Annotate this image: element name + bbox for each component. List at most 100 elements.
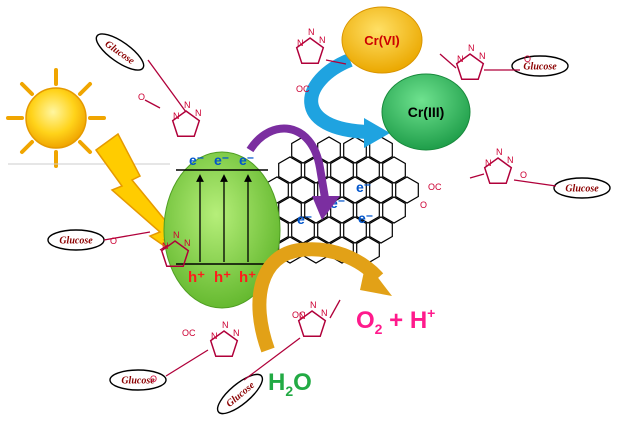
- triazole-ring: NNN: [171, 100, 202, 138]
- nitrogen-atom-label: N: [297, 38, 304, 48]
- linker-bond: [439, 53, 457, 69]
- triazole-polygon: [483, 157, 513, 185]
- triazole-polygon: [295, 37, 325, 65]
- glucose-group: Glucose: [511, 55, 569, 77]
- electron-label: e⁻: [189, 152, 204, 168]
- linker-atom-label: OC: [296, 84, 310, 94]
- graphene-hexagon: [343, 136, 367, 164]
- electron-label: e⁻: [239, 152, 254, 168]
- graphene-hexagon: [278, 156, 302, 184]
- graphene-hexagon: [317, 216, 341, 244]
- glucose-group: Glucose: [47, 229, 105, 251]
- nitrogen-atom-label: N: [211, 331, 218, 341]
- graphene-hexagon: [382, 196, 406, 224]
- linker-atom-label: OC: [182, 328, 196, 338]
- linker-atom-label: OC: [428, 182, 442, 192]
- triazole-polygon: [160, 240, 190, 268]
- cr6-label: Cr(VI): [364, 33, 399, 48]
- nitrogen-atom-label: N: [222, 320, 229, 330]
- glucose-ellipse: [109, 369, 167, 391]
- cr6-species: Cr(VI): [341, 6, 423, 74]
- graphene-hexagon: [291, 176, 315, 204]
- triazole-ring: NNN: [483, 147, 514, 185]
- electron-label: e⁻: [297, 211, 312, 227]
- triazole-polygon: [297, 310, 327, 338]
- glucose-ellipse: [216, 373, 264, 415]
- graphene-hexagon: [343, 176, 367, 204]
- water-reactant-label: H2O: [268, 369, 312, 399]
- linker-bond: [103, 231, 151, 241]
- triazole-polygon: [209, 330, 239, 358]
- nitrogen-atom-label: N: [468, 43, 475, 53]
- triazole-ring: NNN: [297, 300, 328, 338]
- nitrogen-atom-label: N: [479, 51, 486, 61]
- linker-bond: [329, 299, 341, 319]
- graphene-hexagon: [356, 196, 380, 224]
- graphene-hexagon: [382, 156, 406, 184]
- electron-label: e⁻: [214, 152, 229, 168]
- linker-atom-label: OC: [292, 310, 306, 320]
- triazole-ring: NNN: [295, 27, 326, 65]
- linker-atom-label: O: [524, 54, 531, 64]
- hole-label: h⁺: [214, 269, 231, 286]
- glucose-label: Glucose: [59, 236, 93, 247]
- linker-bond: [147, 59, 187, 113]
- glucose-ellipse: [511, 55, 569, 77]
- nitrogen-atom-label: N: [173, 230, 180, 240]
- glucose-group: Glucose: [216, 373, 264, 415]
- nitrogen-atom-label: N: [310, 300, 317, 310]
- graphene-hexagon: [343, 216, 367, 244]
- nitrogen-atom-label: N: [173, 111, 180, 121]
- nitrogen-atom-label: N: [233, 328, 240, 338]
- nitrogen-atom-label: N: [184, 238, 191, 248]
- linker-bond: [325, 59, 347, 65]
- semiconductor-particle: [163, 151, 281, 309]
- linker-atom-label: O: [150, 374, 157, 384]
- triazole-polygon: [171, 110, 201, 138]
- triazole-polygon: [455, 53, 485, 81]
- glucose-group: Glucose: [553, 177, 611, 199]
- linker-atom-label: O: [520, 170, 527, 180]
- linker-atom-label: O: [110, 236, 117, 246]
- glucose-label: Glucose: [121, 376, 155, 387]
- graphene-hexagon: [330, 236, 354, 264]
- nitrogen-atom-label: N: [308, 27, 315, 37]
- linker-bond: [243, 337, 301, 381]
- oxidation-arrow: [252, 242, 392, 353]
- nitrogen-atom-label: N: [195, 108, 202, 118]
- hole-label: h⁺: [239, 269, 256, 286]
- graphene-hexagon: [369, 216, 393, 244]
- nitrogen-atom-label: N: [457, 54, 464, 64]
- linker-bond: [165, 349, 209, 377]
- triazole-ring: NNN: [209, 320, 240, 358]
- glucose-ellipse: [553, 177, 611, 199]
- electron-label: e⁻: [358, 210, 373, 226]
- glucose-group: Glucose: [95, 33, 145, 71]
- nitrogen-atom-label: N: [496, 147, 503, 157]
- linker-bond: [469, 173, 485, 179]
- linker-bond: [159, 244, 169, 251]
- glucose-group: Glucose: [109, 369, 167, 391]
- cr3-species: Cr(III): [381, 73, 471, 151]
- glucose-ellipse: [95, 33, 145, 71]
- linker-bond: [513, 179, 557, 187]
- graphene-hexagon: [330, 156, 354, 184]
- electron-label: e⁻: [356, 179, 371, 195]
- graphene-hexagon: [304, 156, 328, 184]
- nitrogen-atom-label: N: [321, 308, 328, 318]
- glucose-label: Glucose: [565, 184, 599, 195]
- sun-icon: [6, 68, 106, 168]
- nitrogen-atom-label: N: [184, 100, 191, 110]
- graphene-hexagon: [356, 156, 380, 184]
- graphene-hexagon: [278, 196, 302, 224]
- electron-transfer-arrow: [246, 124, 340, 220]
- triazole-ring: NNN: [455, 43, 486, 81]
- hole-label: h⁺: [188, 269, 205, 286]
- reduction-arrow: [304, 53, 390, 148]
- glucose-label: Glucose: [523, 62, 557, 73]
- nitrogen-atom-label: N: [319, 35, 326, 45]
- nitrogen-atom-label: N: [507, 155, 514, 165]
- nitrogen-atom-label: N: [485, 158, 492, 168]
